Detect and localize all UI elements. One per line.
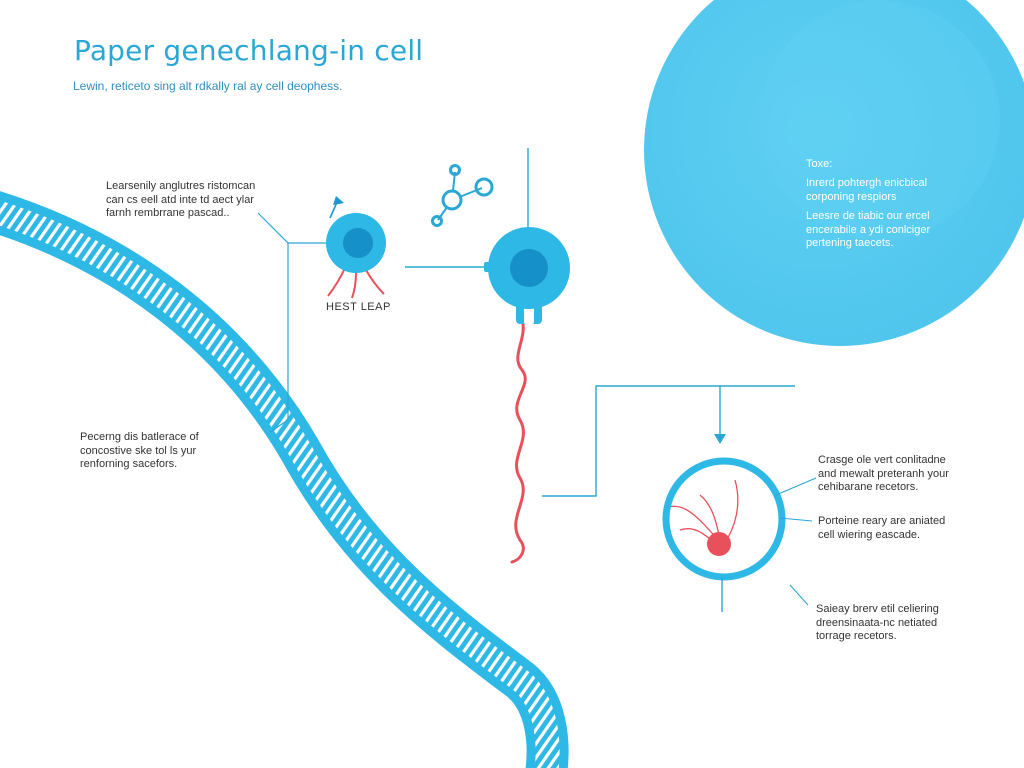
cell-bubble-shade: [760, 0, 1000, 240]
label-top-left: Learsenily anglutres ristomcan can cs ee…: [106, 180, 255, 221]
cell-membrane-striped: [0, 200, 560, 768]
cell-membrane-outer: [0, 191, 569, 768]
target-cell: [662, 457, 786, 612]
label-right-3: Saieay brerv etil celiering dreensinaata…: [816, 603, 939, 644]
label-right-1-line-3: cehibarane recetors.: [818, 481, 919, 493]
connector-arrow-head: [714, 434, 726, 444]
label-top-left-line-3: farnh rembrrane pascad..: [106, 207, 230, 219]
cell-bubble: [644, 0, 1024, 346]
label-right-2-line-2: cell wiering eascade.: [818, 528, 921, 541]
label-top-left-line-2: can cs eell atd inte td aect ylar: [106, 193, 254, 206]
pointer-line-right-1: [775, 477, 817, 496]
label-mid-left: Pecerng dis batlerace of concostive ske …: [80, 431, 199, 472]
receptor-cell-large: [484, 227, 570, 564]
label-right-2-line-1: Porteine reary are aniated: [818, 515, 946, 527]
pointer-line-top-left: [257, 212, 326, 244]
receptor-cell-small: [326, 196, 386, 299]
label-right-1-line-1: Crasge ole vert conlitadne: [818, 454, 946, 466]
bubble-para-1-line-1: Inrerd pohtergh enicbical: [806, 177, 928, 189]
bubble-para-2-line-1: Leesre de tiabic our ercel: [806, 210, 930, 222]
label-right-2: Porteine reary are aniated cell wiering …: [818, 515, 945, 542]
bubble-para-1: Inrerd pohtergh enicbical corponing resp…: [806, 177, 927, 204]
page-subtitle: Lewin, reticeto sing alt rdkally ral ay …: [73, 79, 343, 93]
label-mid-left-line-3: renforning sacefors.: [80, 458, 178, 470]
label-right-3-line-3: torrage recetors.: [816, 630, 897, 642]
label-right-3-line-1: Saieay brerv etil celiering: [816, 603, 939, 615]
connector-line-right: [542, 385, 795, 497]
label-right-3-line-2: dreensinaata-nc netiated: [816, 616, 938, 629]
label-right-1: Crasge ole vert conlitadne and mewalt pr…: [818, 454, 949, 495]
pointer-line-right-3: [789, 584, 809, 606]
cell-caption: HEST LEAP: [326, 301, 391, 313]
label-mid-left-line-2: concostive ske tol ls yur: [80, 444, 197, 457]
pointer-line-membrane: [269, 243, 289, 433]
bubble-para-1-line-2: corponing respiors: [806, 190, 897, 203]
label-top-left-line-1: Learsenily anglutres ristomcan: [106, 180, 256, 192]
page-title: Paper genechlang-in cell: [74, 34, 424, 67]
pointer-line-right-2: [779, 517, 813, 522]
bubble-para-2-line-2: encerabile a ydi conlciger: [806, 223, 931, 236]
bubble-para-2: Leesre de tiabic our ercel encerabile a …: [806, 210, 930, 251]
bubble-header: Toxe:: [806, 158, 833, 170]
molecule-icon: [431, 164, 494, 227]
label-right-1-line-2: and mewalt preteranh your: [818, 467, 949, 480]
bubble-para-2-line-3: pertening taecets.: [806, 237, 894, 249]
label-mid-left-line-1: Pecerng dis batlerace of: [80, 431, 199, 443]
